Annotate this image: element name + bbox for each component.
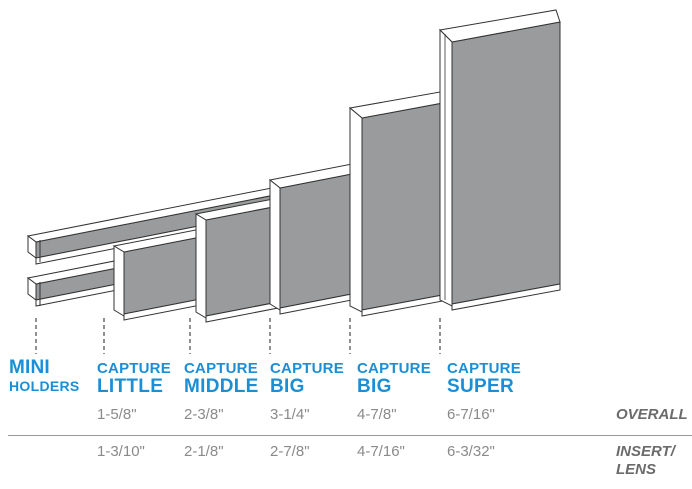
row-label-insert: INSERT/ LENS bbox=[616, 443, 675, 479]
label-capture-little: CAPTURE LITTLE bbox=[97, 361, 171, 396]
row-label-insert-line1: INSERT/ bbox=[616, 443, 675, 460]
label-super-top: CAPTURE bbox=[447, 360, 521, 377]
capture-big-holder-2 bbox=[348, 91, 449, 317]
leader-lines bbox=[35, 318, 441, 354]
row-label-overall: OVERALL bbox=[616, 406, 688, 423]
label-little-bottom: LITTLE bbox=[97, 376, 164, 397]
overall-super: 6-7/16" bbox=[447, 406, 495, 423]
label-mini-top: MINI bbox=[9, 357, 50, 378]
label-capture-big-2: CAPTURE BIG bbox=[357, 361, 431, 396]
row-divider bbox=[8, 435, 692, 436]
label-capture-super: CAPTURE SUPER bbox=[447, 361, 521, 396]
label-big-1-bottom: BIG bbox=[270, 376, 305, 397]
capture-super-holder bbox=[438, 9, 561, 311]
overall-middle: 2-3/8" bbox=[184, 406, 224, 423]
insert-middle: 2-1/8" bbox=[184, 443, 224, 460]
label-middle-bottom: MIDDLE bbox=[184, 376, 259, 397]
overall-big-2: 4-7/8" bbox=[357, 406, 397, 423]
label-big-2-bottom: BIG bbox=[357, 376, 392, 397]
label-capture-big-1: CAPTURE BIG bbox=[270, 361, 344, 396]
insert-super: 6-3/32" bbox=[447, 443, 495, 460]
overall-little: 1-5/8" bbox=[97, 406, 137, 423]
capture-big-holder-1 bbox=[268, 163, 364, 315]
label-mini-holders: MINI HOLDERS bbox=[9, 358, 80, 393]
insert-big-1: 2-7/8" bbox=[270, 443, 310, 460]
label-little-top: CAPTURE bbox=[97, 360, 171, 377]
label-big-1-top: CAPTURE bbox=[270, 360, 344, 377]
overall-big-1: 3-1/4" bbox=[270, 406, 310, 423]
row-label-insert-line2: LENS bbox=[616, 461, 657, 478]
label-middle-top: CAPTURE bbox=[184, 360, 258, 377]
insert-big-2: 4-7/16" bbox=[357, 443, 405, 460]
label-capture-middle: CAPTURE MIDDLE bbox=[184, 361, 259, 396]
label-big-2-top: CAPTURE bbox=[357, 360, 431, 377]
label-mini-bottom: HOLDERS bbox=[9, 378, 80, 394]
insert-little: 1-3/10" bbox=[97, 443, 145, 460]
label-super-bottom: SUPER bbox=[447, 376, 514, 397]
